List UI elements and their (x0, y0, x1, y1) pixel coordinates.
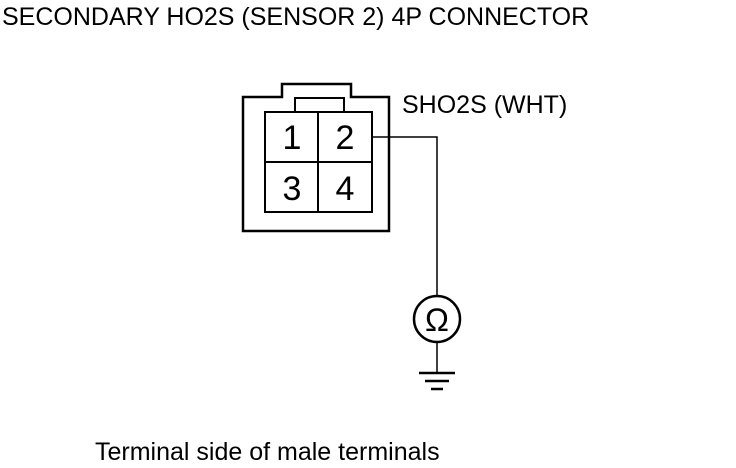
pin-2-label: 2 (336, 119, 355, 157)
connector-housing (241, 82, 391, 233)
connector-label: SHO2S (WHT) (402, 91, 567, 119)
ohm-symbol: Ω (425, 302, 449, 338)
ohmmeter-icon: Ω (412, 294, 462, 344)
pin-4-label: 4 (336, 170, 355, 208)
connector-lock-tab (294, 97, 345, 112)
diagram-title: SECONDARY HO2S (SENSOR 2) 4P CONNECTOR (2, 3, 590, 31)
diagram-caption: Terminal side of male terminals (95, 438, 440, 466)
probe-wire (372, 136, 438, 296)
ground-icon (419, 371, 455, 391)
pin-1-label: 1 (283, 119, 302, 157)
pin-3-label: 3 (283, 170, 302, 208)
